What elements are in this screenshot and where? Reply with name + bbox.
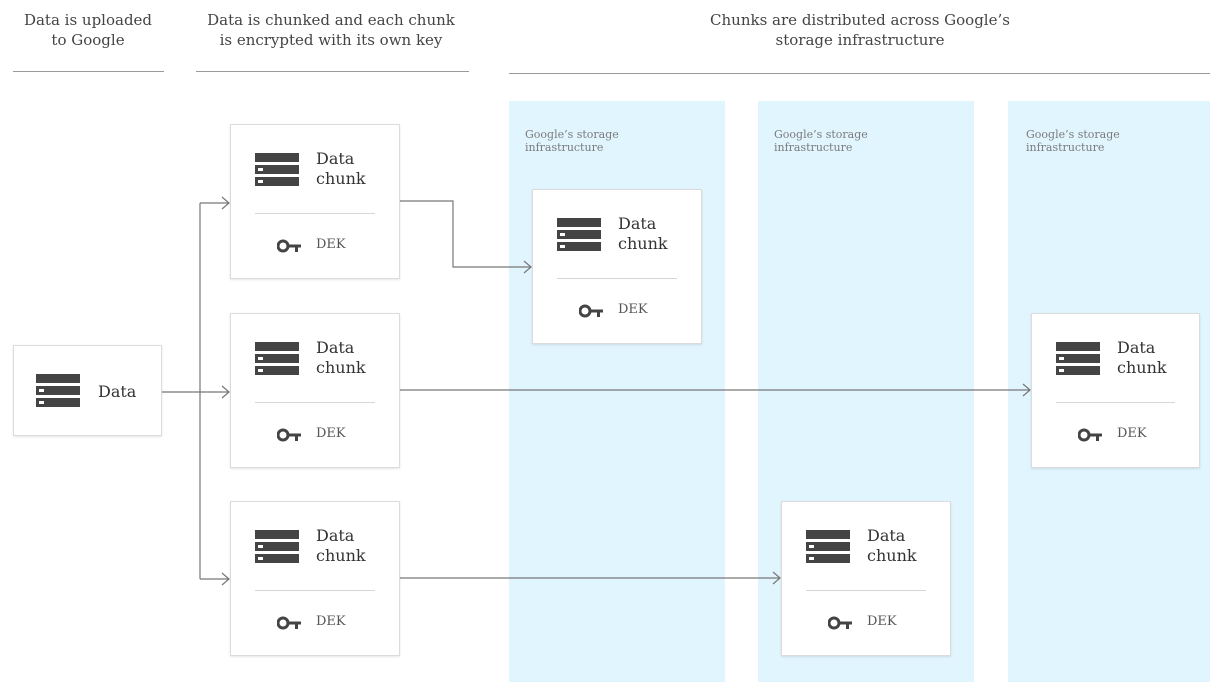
database-icon	[557, 218, 601, 251]
chunk-card-2: Data chunk DEK	[230, 313, 400, 468]
header-uploaded: Data is uploaded to Google	[23, 11, 153, 49]
key-icon	[277, 428, 301, 442]
header-chunked: Data is chunked and each chunk is encryp…	[207, 11, 455, 49]
database-icon	[255, 530, 299, 563]
stored-chunk-zone-2: Data chunk DEK	[781, 501, 951, 656]
key-icon	[1078, 428, 1102, 442]
chunk-label: Data chunk	[1117, 338, 1167, 377]
arrowhead	[1022, 383, 1031, 397]
arrowhead	[221, 385, 230, 399]
stored-chunk-zone-1: Data chunk DEK	[532, 189, 702, 344]
dek-label: DEK	[618, 302, 648, 317]
key-icon	[277, 239, 301, 253]
divider	[255, 213, 375, 214]
storage-zone-label: Google’s storage infrastructure	[525, 128, 619, 154]
dek-label: DEK	[316, 426, 346, 441]
chunk-label: Data chunk	[618, 214, 668, 253]
chunk-label: Data chunk	[316, 149, 366, 188]
divider	[806, 590, 926, 591]
divider	[255, 590, 375, 591]
arrowhead	[221, 572, 230, 586]
key-icon	[828, 616, 852, 630]
arrowhead	[772, 571, 781, 585]
arrowhead	[523, 260, 532, 274]
header-distributed: Chunks are distributed across Google’s s…	[710, 11, 1010, 49]
divider	[1056, 402, 1175, 403]
arrowhead	[221, 196, 230, 210]
source-data-card: Data	[13, 345, 162, 436]
header-uploaded-underline	[13, 71, 164, 72]
database-icon	[255, 153, 299, 186]
database-icon	[255, 342, 299, 375]
database-icon	[36, 374, 80, 407]
key-icon	[579, 304, 603, 318]
chunk-label: Data chunk	[867, 526, 917, 565]
storage-zone-label: Google’s storage infrastructure	[774, 128, 868, 154]
dek-label: DEK	[1117, 426, 1147, 441]
header-distributed-underline	[509, 73, 1210, 74]
stored-chunk-zone-3: Data chunk DEK	[1031, 313, 1200, 468]
divider	[255, 402, 375, 403]
chunk-label: Data chunk	[316, 526, 366, 565]
source-data-label: Data	[98, 382, 137, 401]
storage-zone-label: Google’s storage infrastructure	[1026, 128, 1120, 154]
dek-label: DEK	[316, 614, 346, 629]
chunk-card-1: Data chunk DEK	[230, 124, 400, 279]
database-icon	[1056, 342, 1100, 375]
chunk-card-3: Data chunk DEK	[230, 501, 400, 656]
divider	[557, 278, 677, 279]
dek-label: DEK	[867, 614, 897, 629]
header-chunked-underline	[196, 71, 469, 72]
arrow-chunk-1-to-zone-1	[400, 200, 531, 268]
key-icon	[277, 616, 301, 630]
chunk-label: Data chunk	[316, 338, 366, 377]
dek-label: DEK	[316, 237, 346, 252]
database-icon	[806, 530, 850, 563]
